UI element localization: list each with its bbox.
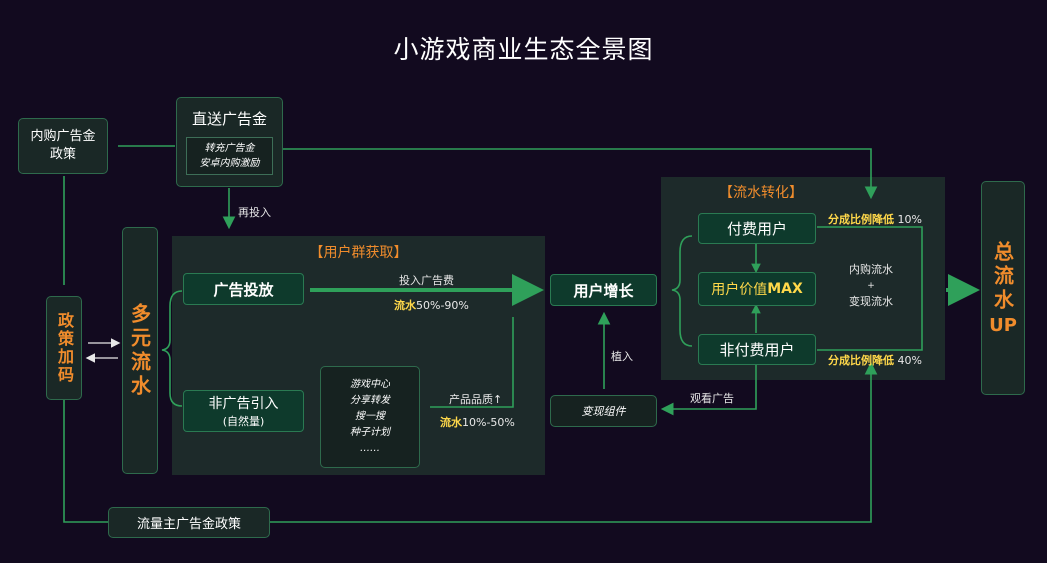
non-ad-title: 非广告引入 [208,396,279,412]
watch-ad-label: 观看广告 [690,392,734,405]
embed-label: 植入 [611,350,633,363]
non-ad-subtitle: (自然量) [222,415,265,428]
user-growth-label: 用户增长 [573,281,634,300]
iap-ad-policy-box: 内购广告金 政策 [18,118,108,174]
user-value-prefix: 用户价值 [711,282,768,298]
ad-spend-label: 投入广告费 [399,274,454,287]
flow-ad-rate: 流水50%-90% [394,297,469,313]
monetize-component-label: 变现组件 [581,405,626,418]
page-title: 小游戏商业生态全景图 [393,35,654,64]
ad-placement-label: 广告投放 [213,280,274,299]
diverse-flow-label: 多元流水 [127,302,152,399]
nonpaid-users-box: 非付费用户 [698,334,816,365]
diverse-flow-box: 多元流水 [122,227,158,474]
nonpaid-users-label: 非付费用户 [719,341,795,359]
flow-quality-rate-value: 10%-50% [462,416,515,429]
channel-item: 游戏中心 [350,379,390,390]
user-growth-box: 用户增长 [550,274,657,306]
revenue-monetize: 变现流水 [849,295,893,308]
direct-ad-title: 直送广告金 [191,110,267,128]
iap-ad-policy-label: 内购广告金 政策 [30,129,96,162]
flow-ad-rate-label: 流水 [394,299,416,312]
rate-paid-label: 分成比例降低 [828,213,894,226]
flow-quality-rate-label: 流水 [440,416,462,429]
quality-label: 产品品质↑ [449,393,503,406]
total-flow-up: UP [989,314,1017,336]
traffic-policy-box: 流量主广告金政策 [108,507,270,538]
direct-ad-box: 直送广告金 转充广告金 安卓内购激励 [176,97,283,187]
direct-ad-inner: 转充广告金 安卓内购激励 [186,137,273,175]
revenue-iap: 内购流水 [849,263,893,276]
rate-nonpaid: 分成比例降低 40% [828,352,922,368]
direct-ad-line1: 转充广告金 [204,143,255,154]
flow-ad-rate-value: 50%-90% [416,299,469,312]
rate-paid: 分成比例降低 10% [828,211,922,227]
user-value-max: MAX [767,281,803,297]
channel-item: …… [360,443,380,454]
monetize-component-box: 变现组件 [550,395,657,427]
policy-boost-box: 政策加码 [46,296,82,400]
channel-item: 分享转发 [350,395,390,406]
policy-boost-label: 政策加码 [55,312,74,384]
direct-ad-line2: 安卓内购激励 [199,158,260,169]
rate-paid-value: 10% [897,213,922,226]
traffic-policy-label: 流量主广告金政策 [136,517,241,532]
non-ad-box: 非广告引入 (自然量) [183,390,304,432]
flow-conversion-title: 【流水转化】 [719,185,803,201]
total-flow-label: 总流水 [990,240,1015,313]
rate-nonpaid-value: 40% [897,354,922,367]
channel-item: 搜一搜 [355,411,385,422]
user-acquisition-title: 【用户群获取】 [309,245,408,261]
paid-users-box: 付费用户 [698,213,816,244]
paid-users-label: 付费用户 [726,220,787,238]
channel-item: 种子计划 [350,427,390,438]
total-flow-box: 总流水 UP [981,181,1025,395]
flow-quality-rate: 流水10%-50% [440,414,515,430]
reinvest-label: 再投入 [238,206,271,219]
channels-box: 游戏中心 分享转发 搜一搜 种子计划 …… [320,366,420,468]
rate-nonpaid-label: 分成比例降低 [828,354,894,367]
revenue-stack: 内购流水 + 变现流水 [836,262,906,310]
revenue-plus: + [867,281,875,291]
ad-placement-box: 广告投放 [183,273,304,305]
